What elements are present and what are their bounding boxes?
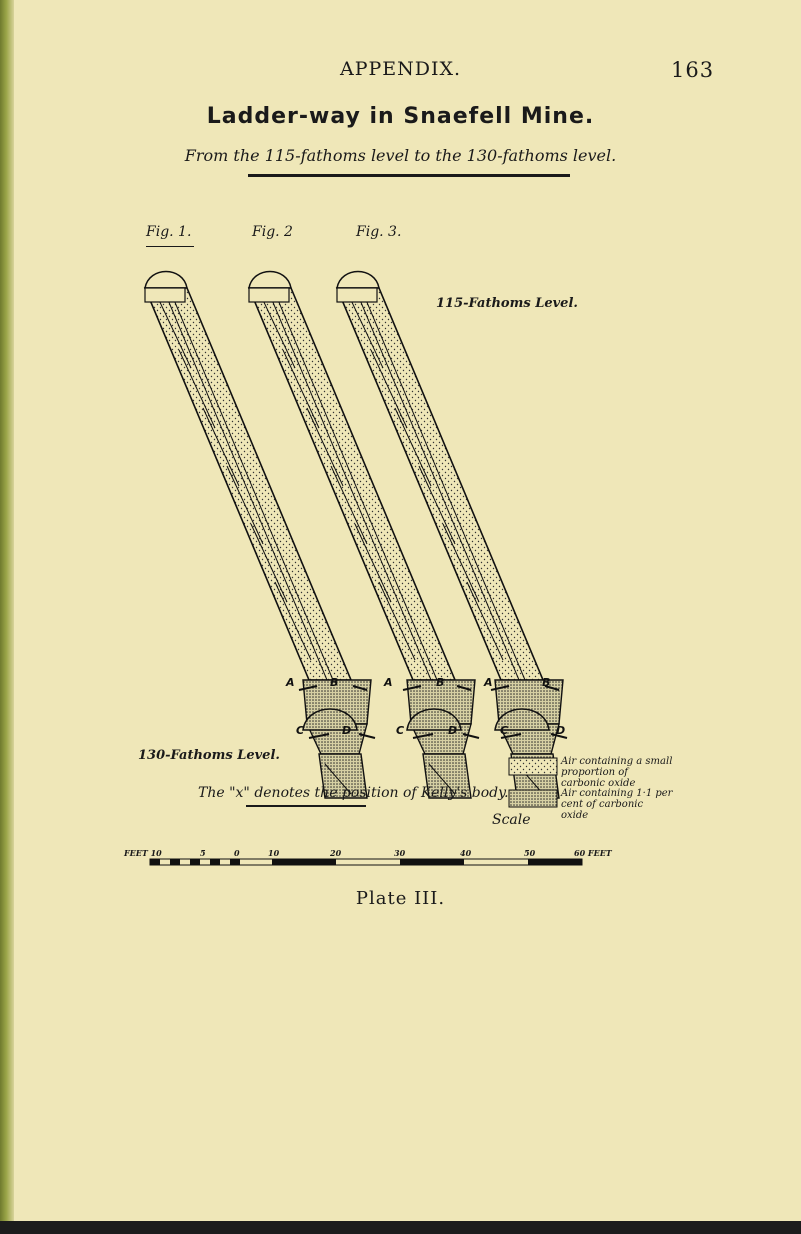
legend-swatch-small-proportion — [508, 757, 558, 776]
fig1-point-b: B — [330, 676, 338, 689]
fig2-point-a: A — [383, 676, 393, 689]
plate-number: Plate III. — [355, 888, 446, 909]
legend-label-one-per-cent: Air containing 1·1 per cent of carbonic … — [561, 788, 673, 821]
scale-bar — [149, 858, 583, 866]
figure-2-label: Fig. 2 — [252, 224, 293, 240]
fig3-point-c: C — [500, 724, 508, 737]
legend-label-small-proportion: Air containing a small proportion of car… — [561, 756, 673, 789]
figure-1-underline — [146, 246, 194, 247]
figure-3-label: Fig. 3. — [356, 224, 402, 240]
scale-label: 0 — [234, 848, 240, 858]
page-number: 163 — [671, 58, 715, 82]
title-rule — [248, 174, 570, 177]
legend-swatch-one-per-cent — [508, 789, 558, 808]
fig2-point-d: D — [448, 724, 457, 737]
scale-label: 20 — [330, 848, 342, 858]
fig2-point-b: B — [436, 676, 444, 689]
plate-title: Ladder-way in Snaefell Mine. — [206, 104, 595, 129]
fig1-point-a: A — [285, 676, 295, 689]
scale-label: 5 — [200, 848, 206, 858]
fig3-point-b: B — [542, 676, 550, 689]
fig3-point-d: D — [556, 724, 565, 737]
scale-label: 40 — [460, 848, 472, 858]
figure-caption: The "x" denotes the position of Kelly's … — [198, 785, 509, 801]
lower-level-label: 130-Fathoms Level. — [138, 748, 280, 763]
scale-label: 60 FEET — [574, 848, 612, 858]
page-bottom-edge — [0, 1221, 801, 1234]
fig2-point-c: C — [396, 724, 404, 737]
plate-subtitle: From the 115-fathoms level to the 130-fa… — [184, 146, 617, 165]
caption-rule — [246, 805, 366, 807]
scale-label: FEET 10 — [124, 848, 162, 858]
figure-1-label: Fig. 1. — [146, 224, 192, 240]
running-header: APPENDIX. — [340, 58, 462, 80]
scale-label: 10 — [268, 848, 280, 858]
book-binding-edge — [0, 0, 14, 1234]
fig1-point-d: D — [342, 724, 351, 737]
figure-1-shaft — [144, 270, 376, 799]
fig3-point-a: A — [483, 676, 493, 689]
upper-level-label: 115-Fathoms Level. — [436, 296, 578, 311]
scale-title: Scale — [492, 812, 531, 828]
fig1-point-c: C — [296, 724, 304, 737]
scale-label: 30 — [394, 848, 406, 858]
scale-label: 50 — [524, 848, 536, 858]
